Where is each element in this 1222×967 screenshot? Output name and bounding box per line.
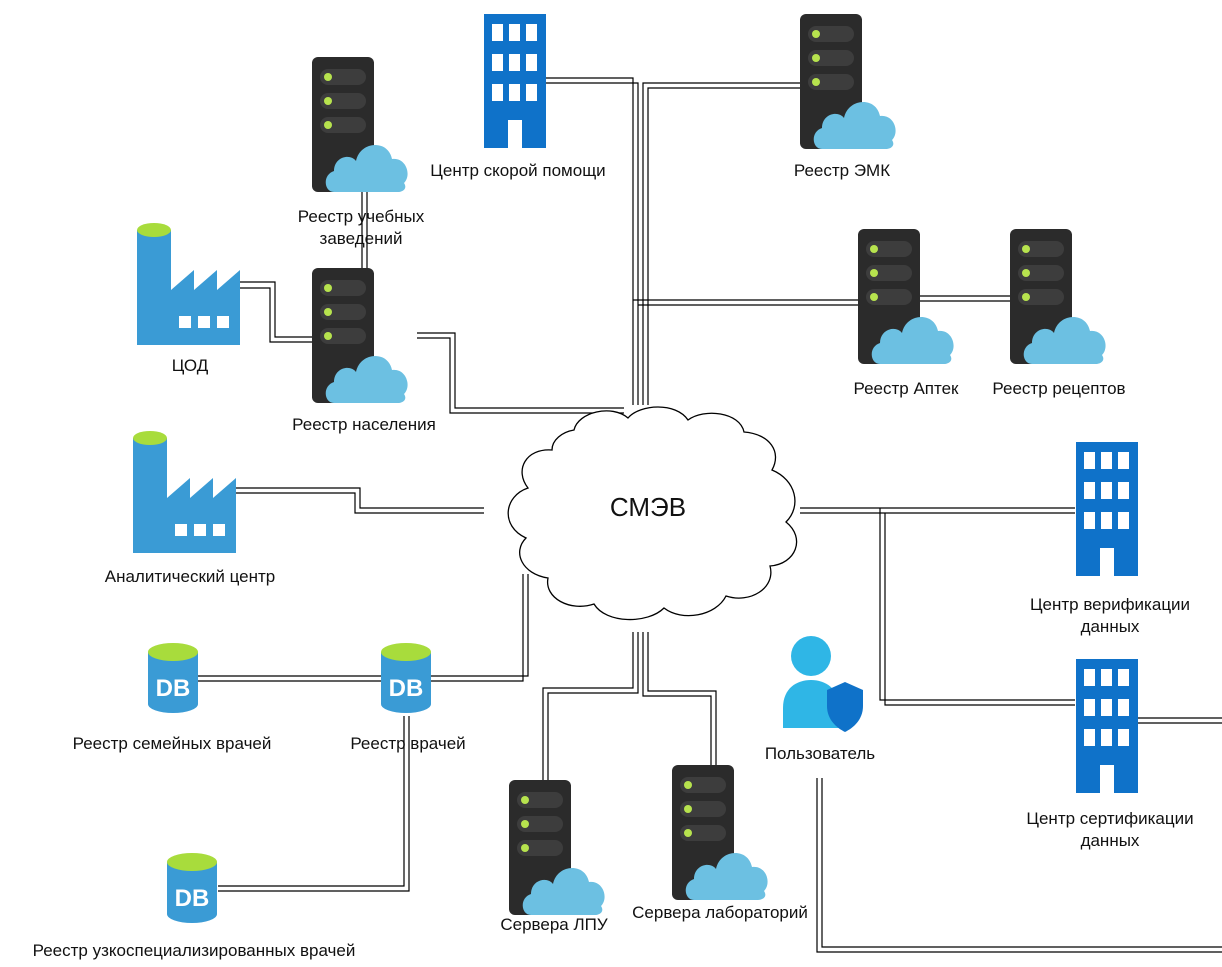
building-icon — [484, 14, 546, 148]
node-label-lab-servers: Сервера лабораторий — [632, 903, 808, 922]
server-cloud-icon — [1010, 229, 1106, 364]
node-label-population: Реестр населения — [292, 415, 436, 434]
connectors — [188, 77, 1222, 953]
node-label-doctors: Реестр врачей — [350, 734, 466, 753]
node-label-family-doctors: Реестр семейных врачей — [72, 734, 272, 753]
node-label-education: Реестр учебных заведений — [297, 207, 425, 249]
server-cloud-icon — [800, 14, 896, 149]
node-label-emk: Реестр ЭМК — [793, 161, 891, 180]
node-label-cod: ЦОД — [171, 356, 209, 375]
server-cloud-icon — [509, 780, 605, 915]
database-icon — [148, 643, 198, 713]
factory-icon — [137, 223, 240, 345]
node-label-ambulance: Центр скорой помощи — [430, 161, 606, 180]
database-icon — [381, 643, 431, 713]
node-label-user: Пользователь — [764, 744, 876, 763]
node-label-pharmacies: Реестр Аптек — [853, 379, 959, 398]
building-icon — [1076, 442, 1138, 576]
factory-icon — [133, 431, 236, 553]
database-icon — [167, 853, 217, 923]
node-label-prescriptions: Реестр рецептов — [992, 379, 1126, 398]
hub-label: СМЭВ — [609, 492, 687, 522]
node-label-analytics: Аналитический центр — [104, 567, 276, 586]
server-cloud-icon — [312, 268, 408, 403]
building-icon — [1076, 659, 1138, 793]
user-shield-icon — [783, 636, 863, 732]
node-label-certification: Центр сертификации данных — [1026, 809, 1194, 851]
node-label-specialists: Реестр узкоспециализированных врачей — [32, 941, 356, 960]
hub-cloud — [507, 406, 798, 621]
node-label-verification: Центр верификации данных — [1029, 595, 1191, 637]
node-label-lpu-servers: Сервера ЛПУ — [500, 915, 608, 934]
server-cloud-icon — [672, 765, 768, 900]
server-cloud-icon — [312, 57, 408, 192]
